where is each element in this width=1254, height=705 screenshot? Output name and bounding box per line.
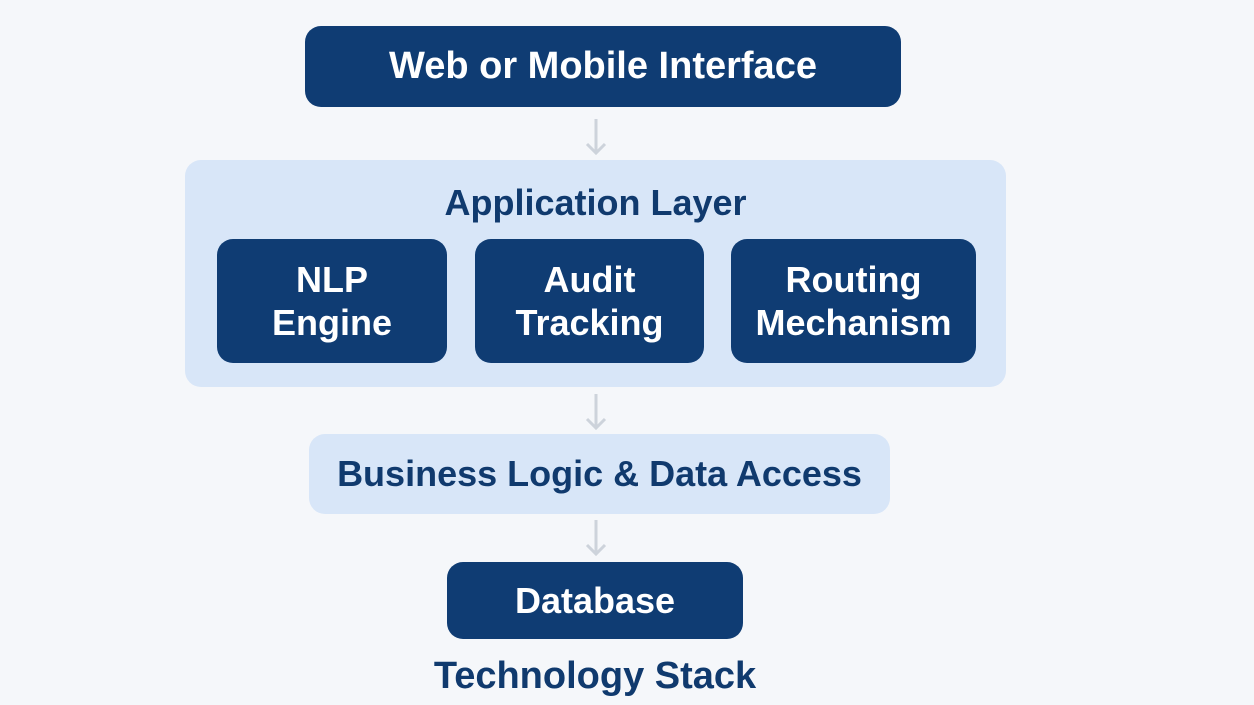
nlp-engine-line1: NLP [295, 259, 368, 300]
database-label: Database [514, 579, 676, 621]
audit-tracking-line1: Audit [543, 259, 636, 300]
nlp-engine-line2: Engine [271, 302, 392, 343]
diagram-caption: Technology Stack [433, 655, 757, 697]
application-layer-title: Application Layer [444, 182, 747, 223]
down-arrow-icon [584, 117, 608, 157]
nlp-engine-box: NLP Engine [217, 239, 447, 363]
routing-mechanism-line1: Routing [785, 259, 922, 300]
audit-tracking-line2: Tracking [515, 302, 664, 343]
web-mobile-interface-box: Web or Mobile Interface [305, 26, 901, 107]
business-logic-label: Business Logic & Data Access [337, 453, 862, 494]
audit-tracking-box: Audit Tracking [475, 239, 704, 363]
web-mobile-interface-label: Web or Mobile Interface [389, 45, 817, 87]
database-box: Database [447, 562, 743, 639]
down-arrow-icon [584, 392, 608, 432]
routing-mechanism-line2: Mechanism [755, 302, 952, 343]
routing-mechanism-box: Routing Mechanism [731, 239, 976, 363]
business-logic-box: Business Logic & Data Access [309, 434, 890, 514]
down-arrow-icon [584, 518, 608, 558]
